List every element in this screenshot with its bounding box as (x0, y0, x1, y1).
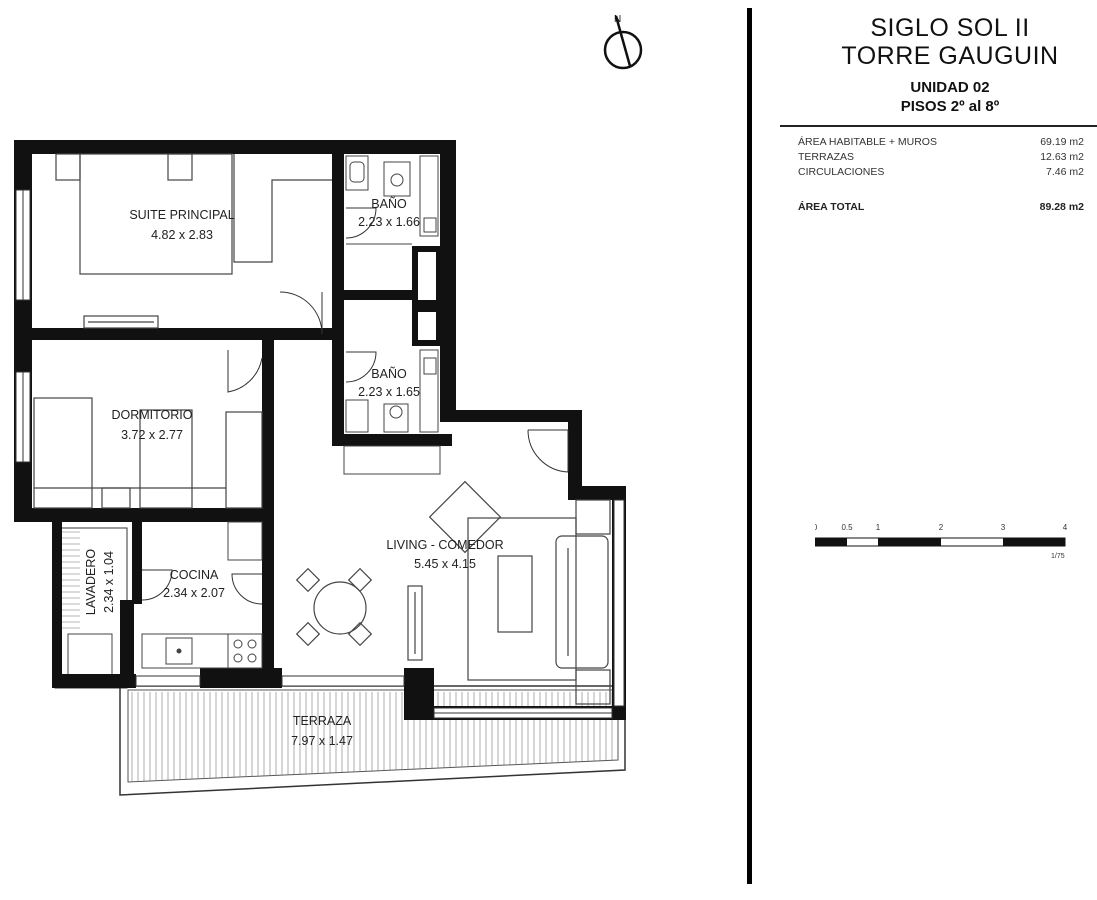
suite-furniture (55, 153, 332, 329)
north-arrow-letter: N (614, 14, 621, 25)
terrace-area (119, 685, 626, 796)
room-living-name: LIVING - COMEDOR (386, 538, 503, 552)
room-suite-name: SUITE PRINCIPAL (129, 208, 234, 222)
room-bedroom-name: DORMITORIO (111, 408, 192, 422)
title-rule (780, 125, 1097, 127)
room-kitchen-dims: 2.34 x 2.07 (163, 586, 225, 600)
total-value: 89.28 m2 (1039, 201, 1084, 213)
floor-plan: SUITE PRINCIPAL 4.82 x 2.83 BAÑO 2.23 x … (14, 14, 643, 796)
north-arrow-icon: N (603, 14, 643, 70)
room-terrace-dims: 7.97 x 1.47 (291, 734, 353, 748)
scale-tick: 4 (1063, 523, 1068, 532)
room-laundry-dims: 2.34 x 1.04 (102, 551, 116, 613)
area-value: 69.19 m2 (1040, 136, 1084, 148)
scale-tick: 0 (815, 523, 818, 532)
bath1-fixtures (345, 155, 439, 245)
room-bath1-name: BAÑO (371, 197, 407, 211)
tower-title: TORRE GAUGUIN (841, 42, 1059, 70)
scale-ratio: 1/75 (1051, 553, 1065, 560)
scale-tick: 2 (939, 523, 944, 532)
scale-tick: 1 (876, 523, 881, 532)
area-value: 7.46 m2 (1046, 166, 1084, 178)
room-bath2-name: BAÑO (371, 367, 407, 381)
scale-tick: 3 (1001, 523, 1006, 532)
bedroom-furniture (33, 397, 263, 509)
room-labels: SUITE PRINCIPAL 4.82 x 2.83 BAÑO 2.23 x … (84, 197, 504, 748)
total-label: ÁREA TOTAL (798, 201, 865, 213)
area-label: CIRCULACIONES (798, 166, 885, 178)
room-bedroom-dims: 3.72 x 2.77 (121, 428, 183, 442)
doors (141, 207, 569, 605)
room-terrace-name: TERRAZA (293, 714, 352, 728)
kitchen-fixtures (141, 521, 263, 669)
scale-tick: 0.5 (841, 523, 853, 532)
project-title: SIGLO SOL II (870, 14, 1030, 42)
area-label: ÁREA HABITABLE + MUROS (798, 136, 937, 148)
title-block: SIGLO SOL II TORRE GAUGUIN UNIDAD 02 PIS… (760, 0, 1097, 900)
area-row-habitable: ÁREA HABITABLE + MUROS 69.19 m2 (798, 136, 1084, 148)
room-suite-dims: 4.82 x 2.83 (151, 228, 213, 242)
area-value: 12.63 m2 (1040, 151, 1084, 163)
area-row-terraces: TERRAZAS 12.63 m2 (798, 151, 1084, 163)
area-row-circulations: CIRCULACIONES 7.46 m2 (798, 166, 1084, 178)
area-label: TERRAZAS (798, 151, 855, 163)
unit-title: UNIDAD 02 (910, 79, 990, 96)
laundry-area (54, 527, 128, 689)
room-laundry-name: LAVADERO (84, 549, 98, 616)
divider-line (747, 8, 752, 884)
room-bath2-dims: 2.23 x 1.65 (358, 385, 420, 399)
windows (15, 189, 625, 719)
room-living-dims: 5.45 x 4.15 (414, 557, 476, 571)
scale-bar: 0 0.5 1 2 3 4 1/75 (815, 523, 1068, 560)
floors-title: PISOS 2º al 8º (900, 98, 1000, 115)
room-kitchen-name: COCINA (170, 568, 219, 582)
room-bath1-dims: 2.23 x 1.66 (358, 215, 420, 229)
area-row-total: ÁREA TOTAL 89.28 m2 (798, 201, 1084, 213)
bath2-fixtures (343, 349, 441, 475)
living-furniture (295, 480, 611, 705)
